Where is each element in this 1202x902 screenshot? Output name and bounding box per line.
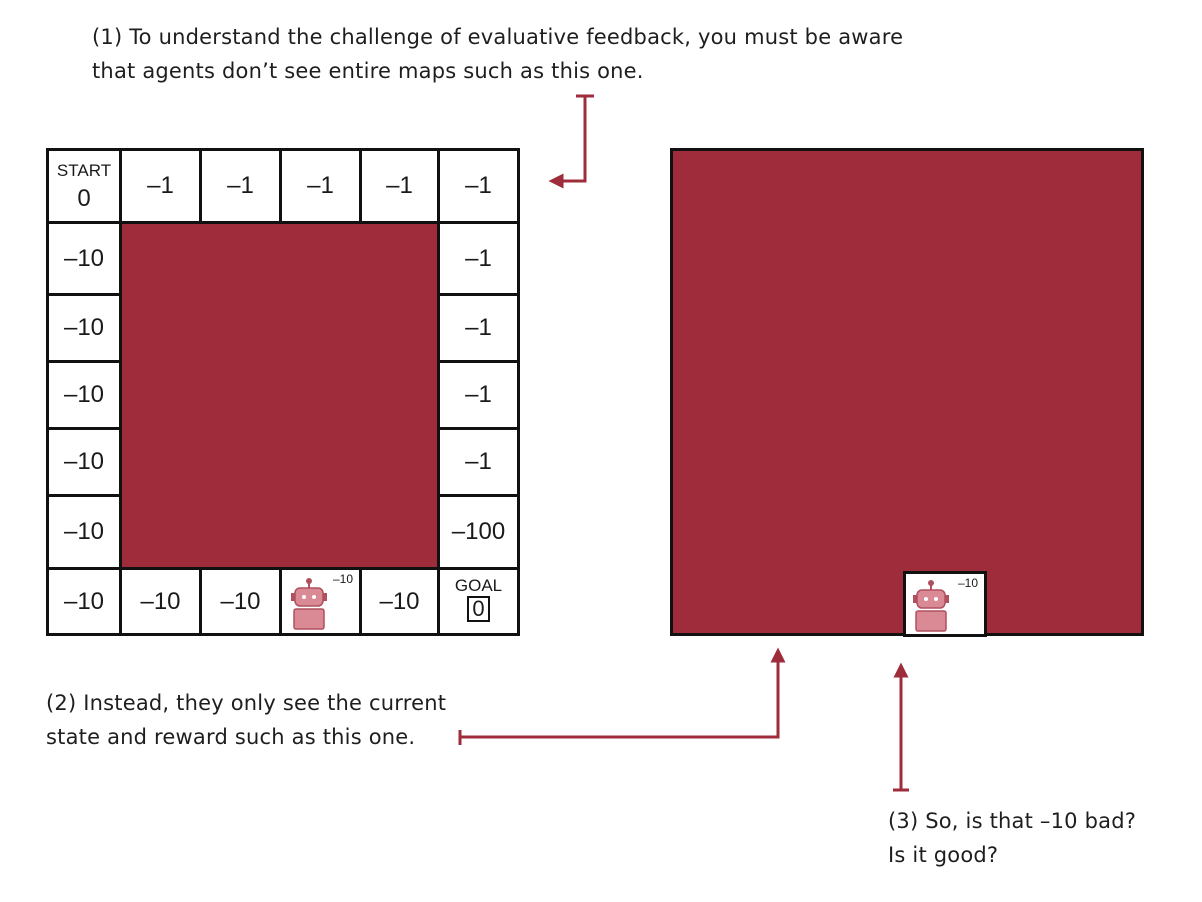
annotation-3-line-1: (3) So, is that –10 bad? (888, 809, 1137, 833)
grid-cell: –10 (46, 567, 122, 636)
annotation-2-line-2: state and reward such as this one. (46, 725, 416, 749)
full-map-grid: START 0 –1 –1 –1 –1 –1 –10 –10 –10 –10 –… (46, 148, 520, 636)
goal-label: GOAL (454, 576, 503, 595)
grid-cell: –10 (359, 567, 440, 636)
start-value: 0 (77, 185, 91, 212)
grid-cell: –1 (437, 293, 520, 363)
arrow-2 (458, 647, 786, 745)
annotation-3: (3) So, is that –10 bad? Is it good? (888, 804, 1136, 872)
robot-icon (291, 578, 327, 630)
agent-view-panel: –10 (670, 148, 1144, 637)
grid-cell: –1 (279, 148, 362, 224)
map-wall (119, 221, 437, 567)
robot-icon (913, 580, 949, 632)
grid-cell: –10 (119, 567, 202, 636)
grid-cell: –1 (437, 427, 520, 497)
arrow-1 (548, 94, 594, 189)
arrow-3 (893, 662, 909, 792)
grid-cell: –1 (199, 148, 282, 224)
agent-reward: –10 (332, 572, 353, 586)
goal-value: 0 (467, 596, 490, 622)
annotation-1-line-2: that agents don’t see entire maps such a… (92, 59, 644, 83)
annotation-2: (2) Instead, they only see the current s… (46, 686, 446, 754)
start-label: START (56, 161, 112, 180)
annotation-3-line-2: Is it good? (888, 843, 999, 867)
annotation-1-line-1: (1) To understand the challenge of evalu… (92, 25, 904, 49)
annotation-1: (1) To understand the challenge of evalu… (92, 20, 903, 88)
goal-cell: GOAL 0 (437, 567, 520, 636)
grid-cell: –10 (46, 293, 122, 363)
agent-current-state-cell: –10 (903, 571, 987, 637)
grid-cell: –10 (46, 221, 122, 296)
grid-cell: –10 (199, 567, 282, 636)
grid-cell: –100 (437, 494, 520, 570)
grid-cell: –1 (437, 148, 520, 224)
grid-cell: –1 (437, 221, 520, 296)
annotation-2-line-1: (2) Instead, they only see the current (46, 691, 447, 715)
grid-cell: –1 (437, 360, 520, 430)
grid-cell: –1 (359, 148, 440, 224)
agent-view-reward: –10 (957, 576, 978, 590)
